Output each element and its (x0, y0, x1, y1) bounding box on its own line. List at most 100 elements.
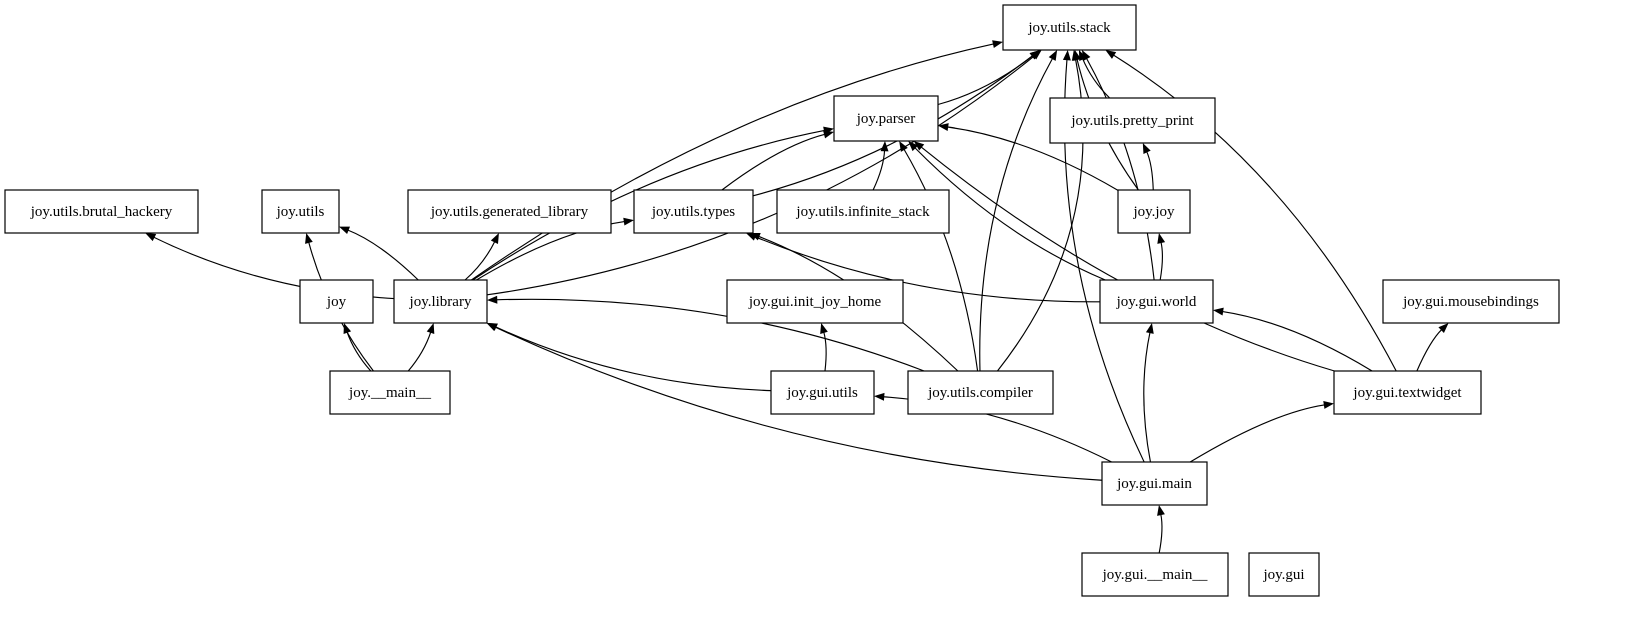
graph-node-joy-utils-pretty-print[interactable]: joy.utils.pretty_print (1049, 97, 1216, 144)
graph-node-joy-joy[interactable]: joy.joy (1117, 189, 1191, 234)
graph-node-joy-gui-world[interactable]: joy.gui.world (1099, 279, 1214, 324)
node-label: joy.utils.brutal_hackery (30, 204, 173, 220)
node-box (299, 279, 374, 324)
node-label: joy.gui.textwidget (1352, 385, 1462, 401)
graph-node-joy-parser[interactable]: joy.parser (833, 95, 939, 142)
edges-layer (145, 40, 1449, 554)
edge-arrowhead-34 (1213, 307, 1224, 316)
graph-edge-joy-gui-world-to-joy-joy (1159, 241, 1163, 281)
node-box (4, 189, 199, 234)
edge-arrowhead-37 (1323, 401, 1334, 409)
node-label: joy.utils (276, 204, 325, 220)
graph-edge-joy-gui-utils-to-joy-library (494, 326, 772, 392)
node-box (907, 370, 1054, 415)
node-label: joy.utils.stack (1027, 20, 1111, 36)
graph-node-joy-utils-types[interactable]: joy.utils.types (633, 189, 754, 234)
node-box (261, 189, 340, 234)
graph-edge-joy-gui-main-to-joy-gui-textwidget (1189, 404, 1326, 463)
node-label: joy.gui (1262, 567, 1304, 583)
edge-arrowhead-35 (1438, 323, 1449, 333)
edge-arrowhead-20 (339, 226, 350, 235)
graph-node-joy-utils-brutal-hackery[interactable]: joy.utils.brutal_hackery (4, 189, 199, 234)
edge-arrowhead-10 (1105, 50, 1117, 59)
graph-edge-joy-gui-textwidget-to-joy-gui-world (1221, 310, 1373, 372)
graph-node-joy-gui-main[interactable]: joy.gui.main (1101, 461, 1208, 506)
graph-edge-joy-gui-world-to-joy-utils-stack (1085, 57, 1155, 281)
graph-edge-joy---main---to-joy-library (407, 331, 432, 372)
graph-node-joy-utils-generated-library[interactable]: joy.utils.generated_library (407, 189, 612, 234)
graph-edge-joy-library-to-joy-utils (347, 229, 419, 281)
graph-edge-joy-joy-to-joy-parser (946, 126, 1119, 191)
node-label: joy.gui.utils (786, 385, 858, 401)
node-label: joy.gui.world (1116, 294, 1197, 310)
graph-node-joy-gui-textwidget[interactable]: joy.gui.textwidget (1333, 370, 1482, 415)
graph-edge-joy---main---to-joy (346, 331, 372, 372)
edge-arrowhead-7 (1048, 50, 1058, 61)
node-label: joy.gui.init_joy_home (748, 294, 882, 310)
graph-edge-joy-gui-main-to-joy-library (494, 326, 1103, 481)
graph-edge-joy-utils-types-to-joy-parser (721, 133, 826, 191)
graph-edge-joy-gui---main---to-joy-gui-main (1158, 513, 1163, 554)
edge-arrowhead-8 (1071, 50, 1080, 61)
node-box (1117, 189, 1191, 234)
node-label: joy.utils.compiler (927, 385, 1033, 401)
edge-arrowhead-26 (1157, 233, 1166, 244)
graph-node-joy-utils[interactable]: joy.utils (261, 189, 340, 234)
node-box (833, 95, 939, 142)
graph-node-joy-gui-mousebindings[interactable]: joy.gui.mousebindings (1382, 279, 1560, 324)
graph-node-joy-utils-infinite-stack[interactable]: joy.utils.infinite_stack (776, 189, 950, 234)
node-box (776, 189, 950, 234)
edge-arrowhead-27 (343, 323, 352, 334)
edge-arrowhead-28 (426, 323, 435, 334)
nodes-layer: joy.utils.stack joy.parser joy.utils.prett… (4, 4, 1560, 597)
graph-node-joy-library[interactable]: joy.library (393, 279, 488, 324)
graph-edge-joy-gui-world-to-joy-utils-types (754, 235, 1101, 303)
graph-edge-joy-joy-to-joy-utils-pretty-print (1146, 150, 1154, 191)
edge-arrowhead-31 (486, 323, 498, 331)
node-box (1382, 279, 1560, 324)
graph-edge-joy-gui-main-to-joy-gui-world (1143, 331, 1152, 463)
node-box (633, 189, 754, 234)
graph-edge-joy-gui-textwidget-to-joy-gui-mousebindings (1416, 328, 1443, 372)
graph-node-joy---main--[interactable]: joy.__main__ (329, 370, 451, 415)
edge-arrowhead-9 (1062, 50, 1071, 61)
node-box (1049, 97, 1216, 144)
edge-arrowhead-17 (913, 141, 925, 151)
node-label: joy.parser (856, 111, 916, 127)
node-label: joy.gui.mousebindings (1402, 294, 1539, 310)
graph-edge-joy-gui-textwidget-to-joy-utils-stack (1112, 54, 1397, 372)
node-box (1248, 552, 1320, 597)
edge-arrowhead-4 (1031, 50, 1042, 60)
graph-edge-joy-library-to-joy-utils-stack (471, 43, 995, 281)
graph-edge-joy-gui-world-to-joy-parser (914, 147, 1106, 281)
graph-node-joy-gui[interactable]: joy.gui (1248, 552, 1320, 597)
edge-arrowhead-30 (487, 295, 498, 304)
graph-edge-joy-utils-compiler-to-joy-parser (903, 148, 979, 372)
edge-arrowhead-18 (1142, 143, 1151, 154)
graph-node-joy-utils-compiler[interactable]: joy.utils.compiler (907, 370, 1054, 415)
edge-arrowhead-23 (623, 217, 634, 226)
graph-node-joy-utils-stack[interactable]: joy.utils.stack (1002, 4, 1137, 51)
edge-arrowhead-3 (992, 40, 1003, 48)
edge-arrowhead-38 (1157, 505, 1165, 516)
graph-edge-joy-gui-utils-to-joy-gui-init-joy-home (823, 331, 827, 372)
graph-node-joy-gui-init-joy-home[interactable]: joy.gui.init_joy_home (726, 279, 904, 324)
node-label: joy (326, 294, 347, 310)
graph-edge-joy-gui-textwidget-to-joy-parser (920, 146, 1335, 372)
node-box (1101, 461, 1208, 506)
node-label: joy.gui.main (1116, 476, 1192, 492)
node-box (329, 370, 451, 415)
node-label: joy.gui.__main__ (1102, 567, 1208, 583)
node-label: joy.library (409, 294, 472, 310)
graph-node-joy-gui-utils[interactable]: joy.gui.utils (770, 370, 875, 415)
node-label: joy.utils.generated_library (430, 204, 589, 220)
node-box (1081, 552, 1229, 597)
graph-node-joy-gui---main--[interactable]: joy.gui.__main__ (1081, 552, 1229, 597)
edge-arrowhead-14 (938, 123, 949, 131)
graph-node-joy[interactable]: joy (299, 279, 374, 324)
edge-arrowhead-15 (908, 141, 919, 152)
edge-arrowhead-19 (145, 233, 157, 242)
node-label: joy.utils.infinite_stack (795, 204, 930, 220)
edge-arrowhead-16 (899, 141, 908, 152)
